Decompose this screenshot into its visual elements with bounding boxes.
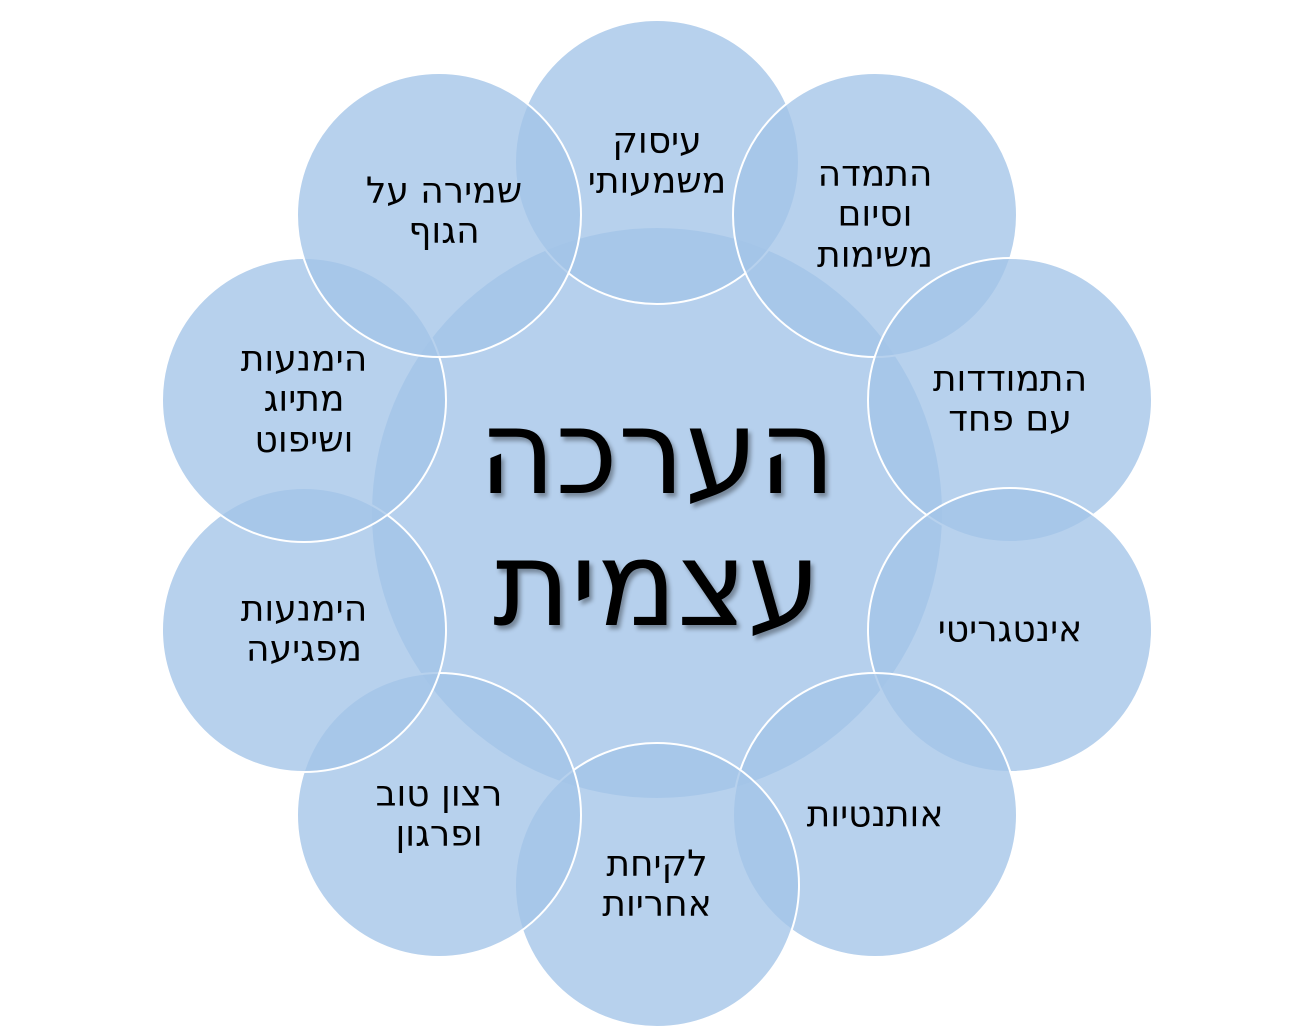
center-title-line-2: עצמית (493, 515, 821, 653)
circle-body-care (296, 72, 582, 358)
label-avoid-labeling-line-1: הימנעות (240, 338, 368, 380)
label-persistence-line-1: התמדה (817, 153, 933, 195)
label-authenticity: אותנטיות (806, 793, 944, 835)
label-integrity-line-1: אינטגריטי (937, 608, 1083, 650)
label-persistence-line-3: משימות (817, 234, 933, 276)
label-authenticity-line-1: אותנטיות (806, 793, 944, 835)
label-avoid-labeling-line-3: ושיפוט (254, 419, 354, 461)
label-integrity: אינטגריטי (937, 608, 1083, 650)
center-circle (372, 228, 942, 798)
label-meaningful-occupation-line-1: עיסוק (612, 120, 702, 162)
label-body-care-line-1: שמירה על (365, 170, 523, 212)
label-goodwill-line-1: רצון טוב (375, 773, 503, 815)
label-avoid-labeling-line-2: מתיוג (263, 378, 345, 420)
label-avoid-hurting-line-1: הימנעות (240, 588, 368, 630)
label-responsibility-line-2: אחריות (602, 884, 712, 925)
label-body-care-line-2: הגוף (408, 211, 480, 252)
label-coping-fear-line-2: עם פחד (948, 399, 1072, 440)
label-persistence-line-2: וסיום (837, 193, 913, 235)
label-responsibility-line-1: לקיחת (606, 843, 708, 885)
label-avoid-hurting-line-2: מפגיעה (246, 629, 362, 670)
label-coping-fear-line-1: התמודדות (932, 358, 1088, 400)
label-meaningful-occupation-line-2: משמעותי (587, 161, 727, 202)
outer-circles (161, 19, 1153, 1028)
center-title: הערכה עצמית (478, 386, 835, 650)
label-goodwill-line-2: ופרגון (395, 814, 483, 855)
center-title-line-1: הערכה (478, 382, 836, 521)
